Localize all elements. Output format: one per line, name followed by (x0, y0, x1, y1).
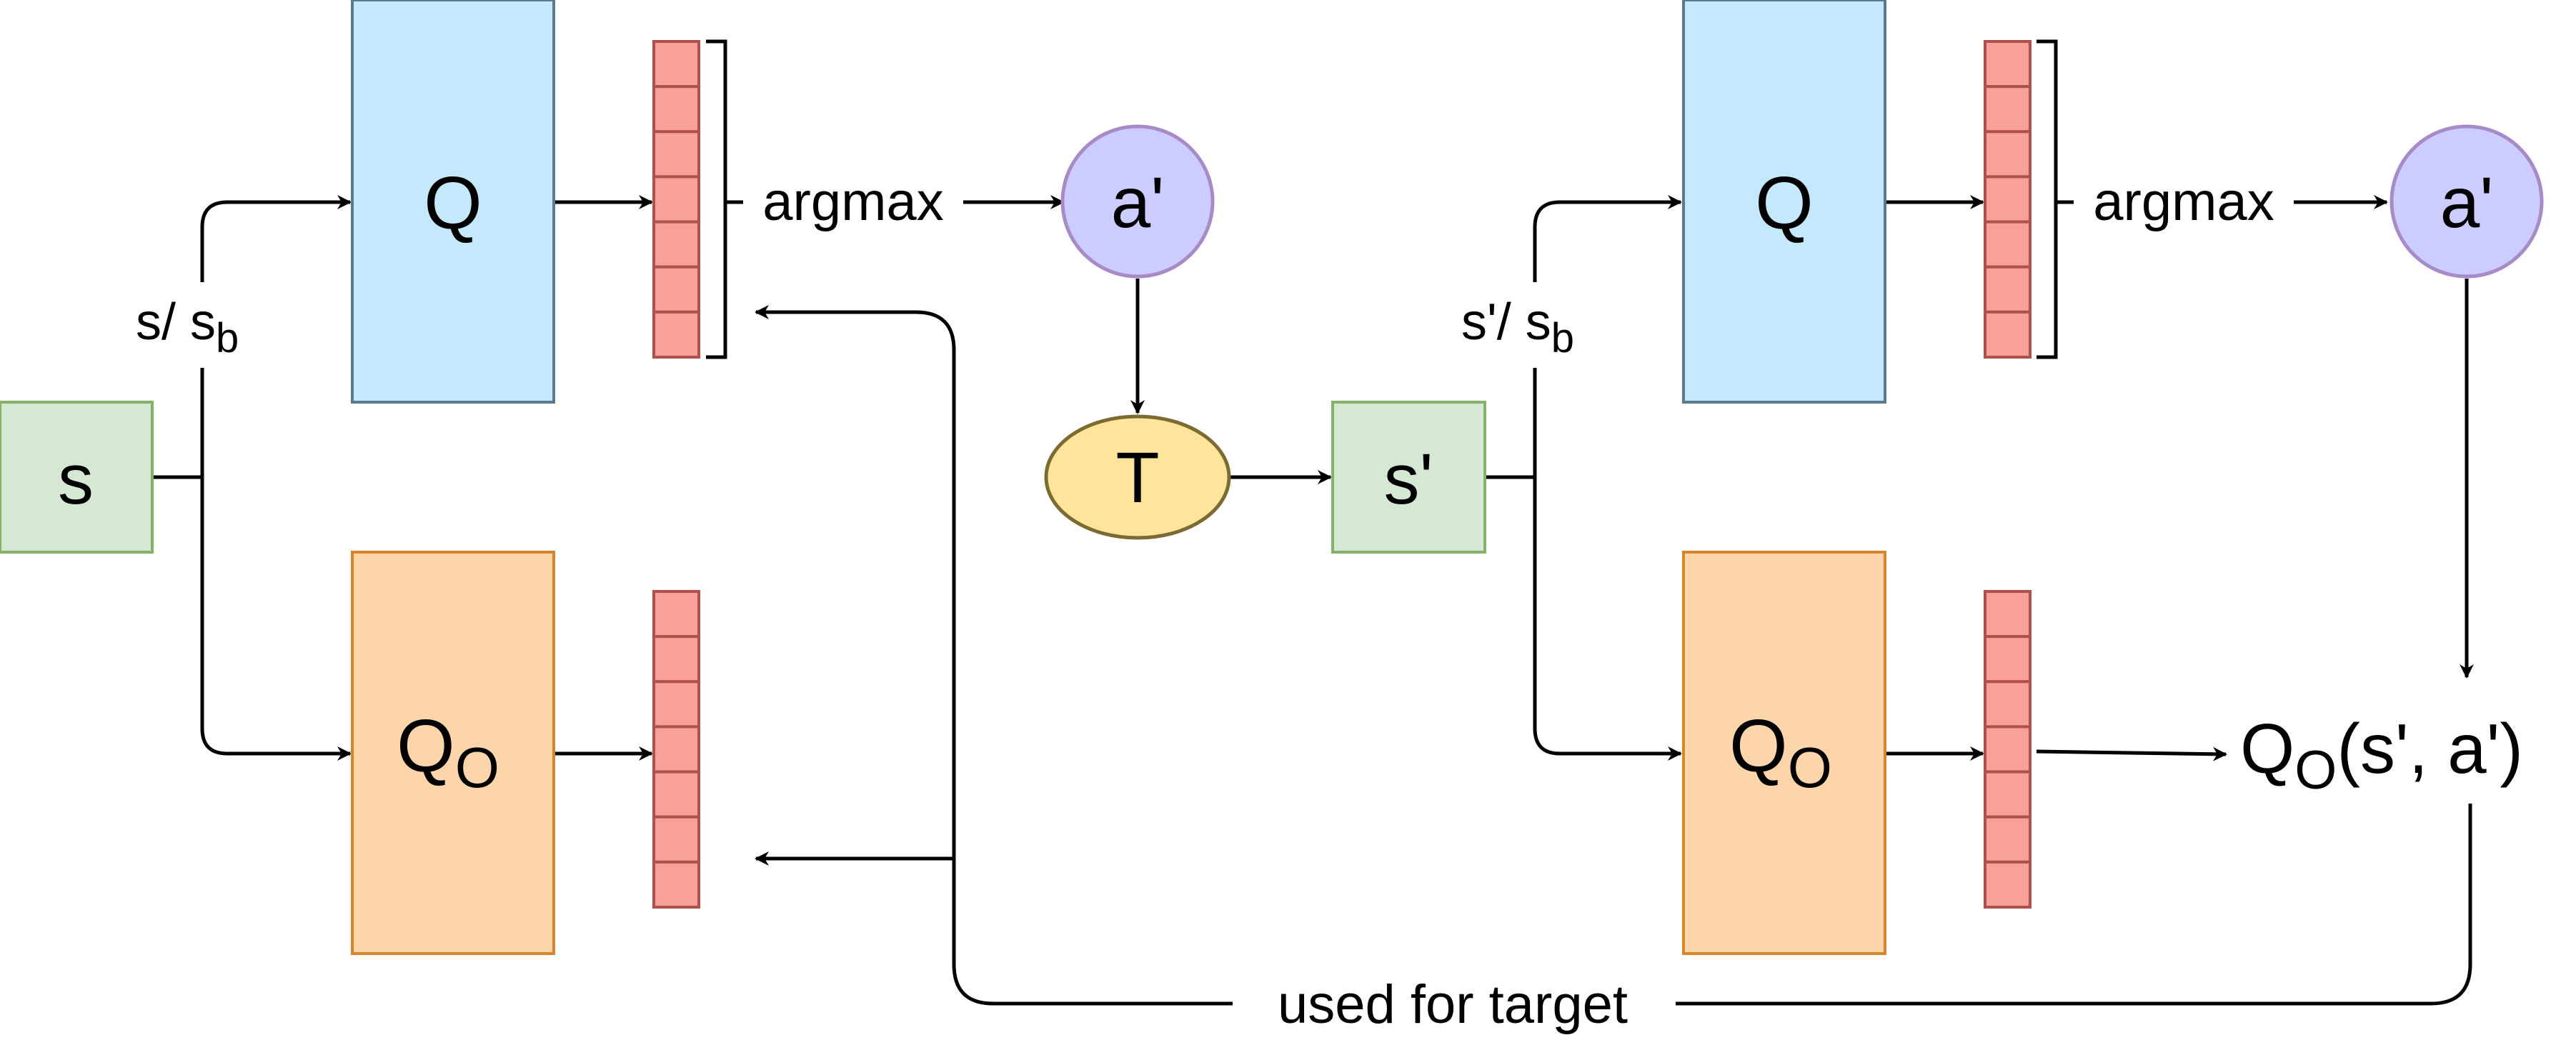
edge-rbranch-to-q-upper (1533, 195, 1682, 282)
vector-cell (652, 635, 700, 684)
vector-cell (1984, 680, 2032, 729)
vector-cell (652, 725, 700, 774)
vector-cell (652, 815, 700, 864)
transition: T (1044, 414, 1231, 540)
vector-cell (1984, 130, 2032, 179)
vector-cell (652, 860, 700, 909)
vector-cell (652, 770, 700, 819)
left-panel: s s/ sb Q QO argmax a' (0, 0, 1215, 955)
action-node-label: a' (1111, 163, 1165, 243)
vector-cell (1984, 85, 2032, 134)
vector-cell (1984, 310, 2032, 359)
edge-rbranch-to-qo (1533, 477, 1682, 761)
vector-cell (1984, 860, 2032, 909)
vector-cell (652, 310, 700, 359)
vector-cell (1984, 770, 2032, 819)
q-network-label: Q (424, 161, 482, 245)
feedback-left-segment (755, 305, 1233, 1006)
edge-branch-to-qo (200, 477, 352, 761)
feedback-label: used for target (1278, 974, 1628, 1035)
vector-cell (1984, 265, 2032, 314)
next-q-network-label: Q (1755, 161, 1814, 245)
next-state-node-label: s' (1383, 439, 1433, 519)
bracket-right (2037, 39, 2058, 359)
q-network (351, 0, 555, 404)
edge-branch-to-q-upper (200, 195, 352, 282)
qo-network (351, 551, 555, 955)
state-node-label: s (58, 439, 94, 519)
qo-value-vector (652, 590, 700, 909)
vector-cell (1984, 590, 2032, 639)
next-branch-label: s'/ sb (1461, 294, 1574, 361)
vector-cell (1984, 815, 2032, 864)
output-value-label: QO(s', a') (2240, 709, 2523, 801)
next-q-value-vector (1984, 40, 2032, 359)
vector-cell (652, 85, 700, 134)
next-action-node-label: a' (2440, 163, 2494, 243)
bracket-left (706, 39, 727, 359)
vector-cell (1984, 725, 2032, 774)
argmax-label: argmax (762, 171, 943, 232)
vector-cell (652, 220, 700, 269)
vector-cell (652, 680, 700, 729)
feedback-right-segment (1676, 804, 2472, 1006)
next-argmax-label: argmax (2093, 171, 2274, 232)
vector-cell (1984, 40, 2032, 89)
qo-network-label: QO (397, 704, 499, 799)
next-qo-network (1682, 551, 1886, 955)
action-node (1060, 124, 1215, 279)
vector-cell (652, 40, 700, 89)
vector-cell (1984, 175, 2032, 224)
next-qo-network-label: QO (1729, 704, 1832, 799)
vector-cell (652, 265, 700, 314)
vector-cell (1984, 635, 2032, 684)
next-state-node (1331, 401, 1486, 554)
argmax-label-bg (743, 171, 963, 236)
vector-cell (652, 130, 700, 179)
next-action-node (2389, 124, 2544, 279)
transition-node-label: T (1115, 438, 1159, 518)
branch-label: s/ sb (136, 294, 239, 361)
connectors (152, 39, 2474, 1006)
vector-cell (652, 590, 700, 639)
transition-node (1044, 414, 1231, 540)
next-q-network (1682, 0, 1886, 404)
next-qo-value-vector (1984, 590, 2032, 909)
vector-cell (652, 175, 700, 224)
edge-rvector-to-output (2036, 746, 2227, 761)
next-argmax-label-bg (2074, 171, 2294, 236)
state-node (0, 401, 154, 554)
right-panel: s' s'/ sb Q QO argmax a' QO(s', a') (1331, 0, 2544, 955)
q-value-vector (652, 40, 700, 359)
vector-cell (1984, 220, 2032, 269)
